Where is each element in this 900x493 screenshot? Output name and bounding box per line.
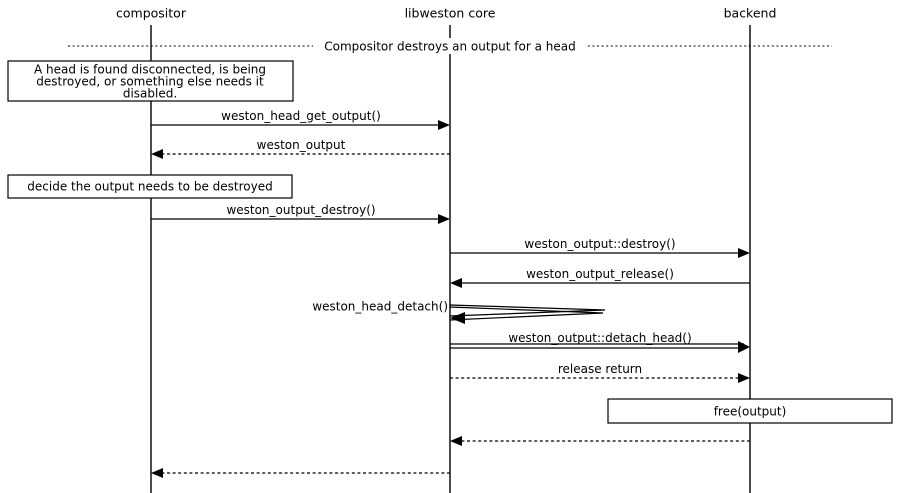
section-title-backdrop [313, 38, 587, 54]
message-label-weston-output-release: weston_output_release() [526, 267, 674, 281]
note-free-output-box [607, 398, 893, 424]
message-label-weston-head-get-output: weston_head_get_output() [221, 109, 381, 123]
note-decide-destroy-box [7, 174, 293, 199]
note-head-disconnected-line-3: disabled. [123, 87, 177, 101]
participant-label-compositor: compositor [116, 6, 187, 21]
arrowhead-right-icon [438, 214, 450, 224]
message-line-weston-head-detach [449, 304, 606, 321]
arrowhead-left-icon [450, 278, 462, 288]
arrowhead-right-icon [438, 120, 450, 130]
arrowhead-left-icon [450, 312, 465, 324]
note-free-output-text: free(output) [714, 405, 787, 419]
note-head-disconnected-line-1: A head is found disconnected, is being [34, 63, 266, 77]
message-label-weston-head-detach: weston_head_detach() [312, 300, 448, 314]
message-label-weston-output: weston_output [257, 138, 346, 152]
note-head-disconnected-box [7, 60, 294, 102]
message-label-weston-output-detach-head: weston_output::detach_head() [508, 331, 691, 345]
note-head-disconnected-line-2: destroyed, or something else needs it [36, 75, 264, 89]
arrowhead-left-icon [450, 436, 462, 446]
arrowhead-left-icon [151, 468, 163, 478]
participant-label-backend: backend [724, 6, 777, 21]
arrowhead-right-icon [738, 248, 750, 258]
message-label-weston-output-destroy-backend: weston_output::destroy() [524, 237, 675, 251]
participant-label-libweston-core: libweston core [405, 6, 496, 21]
message-label-weston-output-destroy: weston_output_destroy() [226, 203, 375, 217]
message-label-release-return: release return [558, 362, 642, 376]
section-title: Compositor destroys an output for a head [324, 40, 576, 54]
arrowhead-right-icon [738, 373, 750, 383]
arrowhead-right-icon [738, 341, 750, 353]
note-decide-destroy-text: decide the output needs to be destroyed [27, 180, 272, 194]
arrowhead-left-icon [151, 149, 163, 159]
